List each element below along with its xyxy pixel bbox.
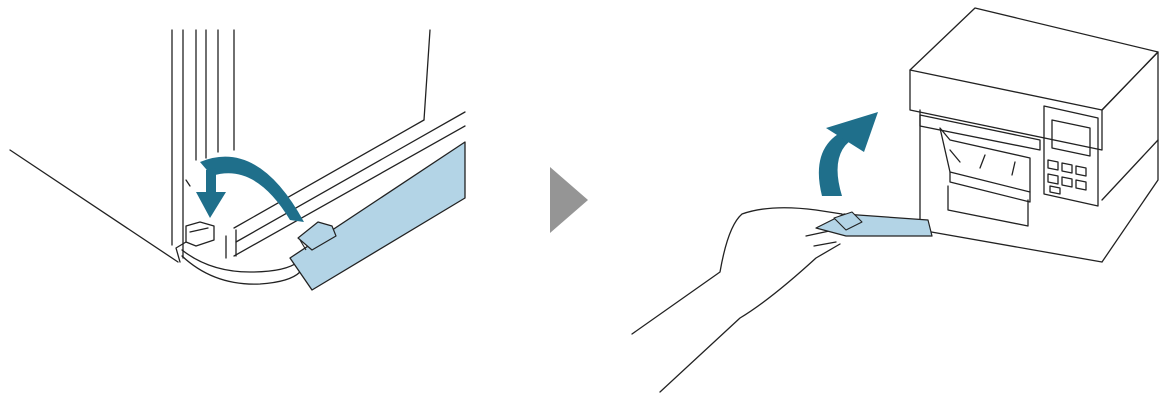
paper-guide [1012, 162, 1015, 175]
paper-slot [950, 172, 1030, 202]
printer-base-edge [10, 150, 178, 262]
printer-side-line [424, 30, 430, 120]
panel-button [1048, 174, 1058, 184]
cable-line [182, 256, 300, 284]
printer-front-upper [910, 70, 1102, 150]
cover-part [290, 142, 465, 290]
panel-button [1062, 163, 1072, 173]
panel-button [1048, 160, 1058, 170]
hand-outline [632, 208, 842, 334]
step-2-illustration [620, 0, 1172, 394]
curved-arrow-down-icon [196, 157, 304, 222]
hand-outline [660, 244, 840, 392]
hand-outline [814, 242, 836, 246]
printer-side-lower [1102, 140, 1158, 200]
printer-top [910, 8, 1158, 110]
curved-arrow-up-icon [819, 112, 878, 196]
next-step-triangle-icon [540, 165, 600, 235]
output-slot [920, 115, 1040, 150]
paper-guide [980, 155, 985, 168]
printer-side [1102, 52, 1158, 262]
panel-button [1076, 180, 1086, 190]
panel-screen [1052, 120, 1090, 156]
printer-front [920, 110, 1102, 262]
step-1-drawing [0, 0, 480, 394]
clip-part [186, 222, 214, 246]
clip-part [190, 228, 208, 232]
panel-button [1076, 166, 1086, 176]
panel-button [1062, 177, 1072, 187]
step-1-illustration [0, 0, 480, 394]
small-tick [186, 180, 190, 186]
paper-guide [950, 150, 960, 162]
cover-part [816, 212, 932, 236]
panel-button [1050, 186, 1060, 194]
step-2-drawing [620, 0, 1172, 394]
